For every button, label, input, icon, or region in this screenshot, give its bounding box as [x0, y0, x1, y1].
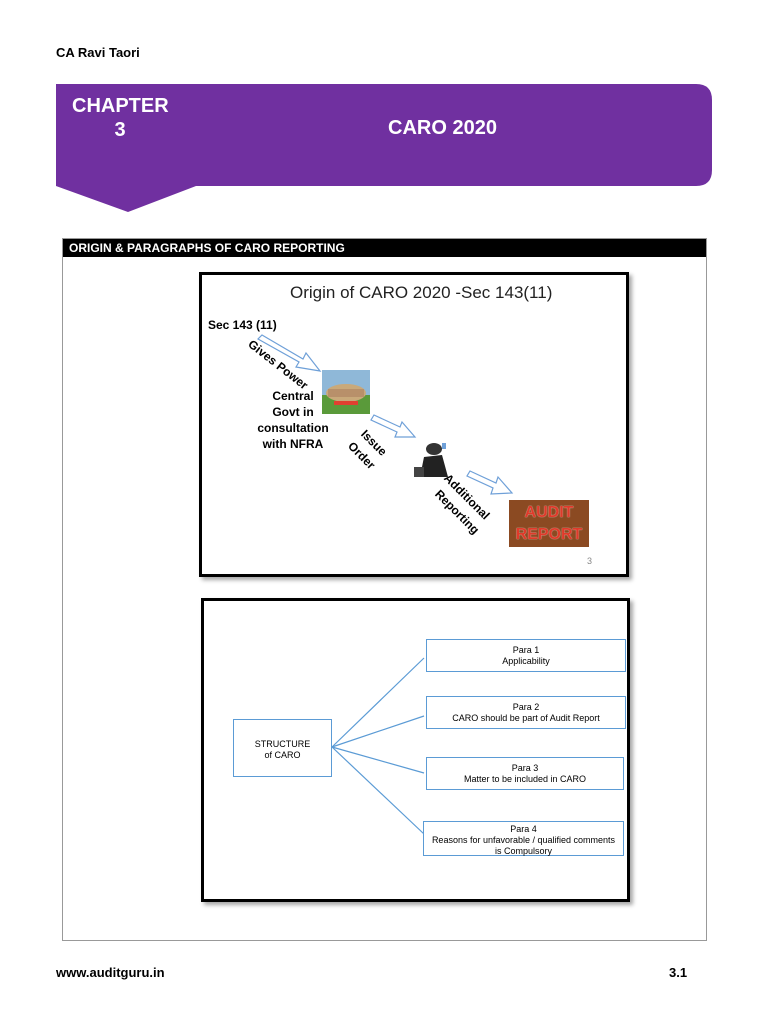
content-section: ORIGIN & PARAGRAPHS OF CARO REPORTING [62, 238, 707, 941]
banner-shape [56, 84, 712, 212]
arrow-additional-reporting [466, 470, 514, 495]
audit-report-box: AUDIT REPORT [509, 500, 589, 547]
chapter-number: CHAPTER 3 [72, 95, 169, 141]
connector-lines [331, 657, 425, 835]
author-name: CA Ravi Taori [56, 45, 140, 60]
footer-page-number: 3.1 [669, 965, 688, 980]
para-2-node: Para 2 CARO should be part of Audit Repo… [426, 696, 626, 729]
section-heading: ORIGIN & PARAGRAPHS OF CARO REPORTING [63, 239, 706, 257]
chapter-banner: CHAPTER 3 CARO 2020 [56, 84, 712, 214]
arrow-gives-power [257, 334, 322, 372]
structure-slide: STRUCTURE of CARO Para 1 Applicability P… [201, 598, 630, 902]
central-govt-text: Central Govt in consultation with NFRA [257, 389, 329, 451]
arrow-issue-order [370, 414, 417, 438]
parliament-icon [322, 370, 370, 414]
footer-website[interactable]: www.auditguru.in [56, 965, 165, 980]
structure-root-node: STRUCTURE of CARO [233, 719, 332, 777]
chapter-title: CARO 2020 [388, 117, 497, 139]
slide-title: Origin of CARO 2020 -Sec 143(11) [290, 283, 553, 302]
para-1-node: Para 1 Applicability [426, 639, 626, 672]
origin-slide: Origin of CARO 2020 -Sec 143(11) Sec 143… [199, 272, 629, 577]
official-icon [414, 443, 448, 477]
section-label: Sec 143 (11) [208, 318, 277, 332]
origin-diagram-art [257, 334, 514, 495]
slide-page-number: 3 [586, 556, 592, 566]
para-4-node: Para 4 Reasons for unfavorable / qualifi… [423, 821, 624, 856]
para-3-node: Para 3 Matter to be included in CARO [426, 757, 624, 790]
